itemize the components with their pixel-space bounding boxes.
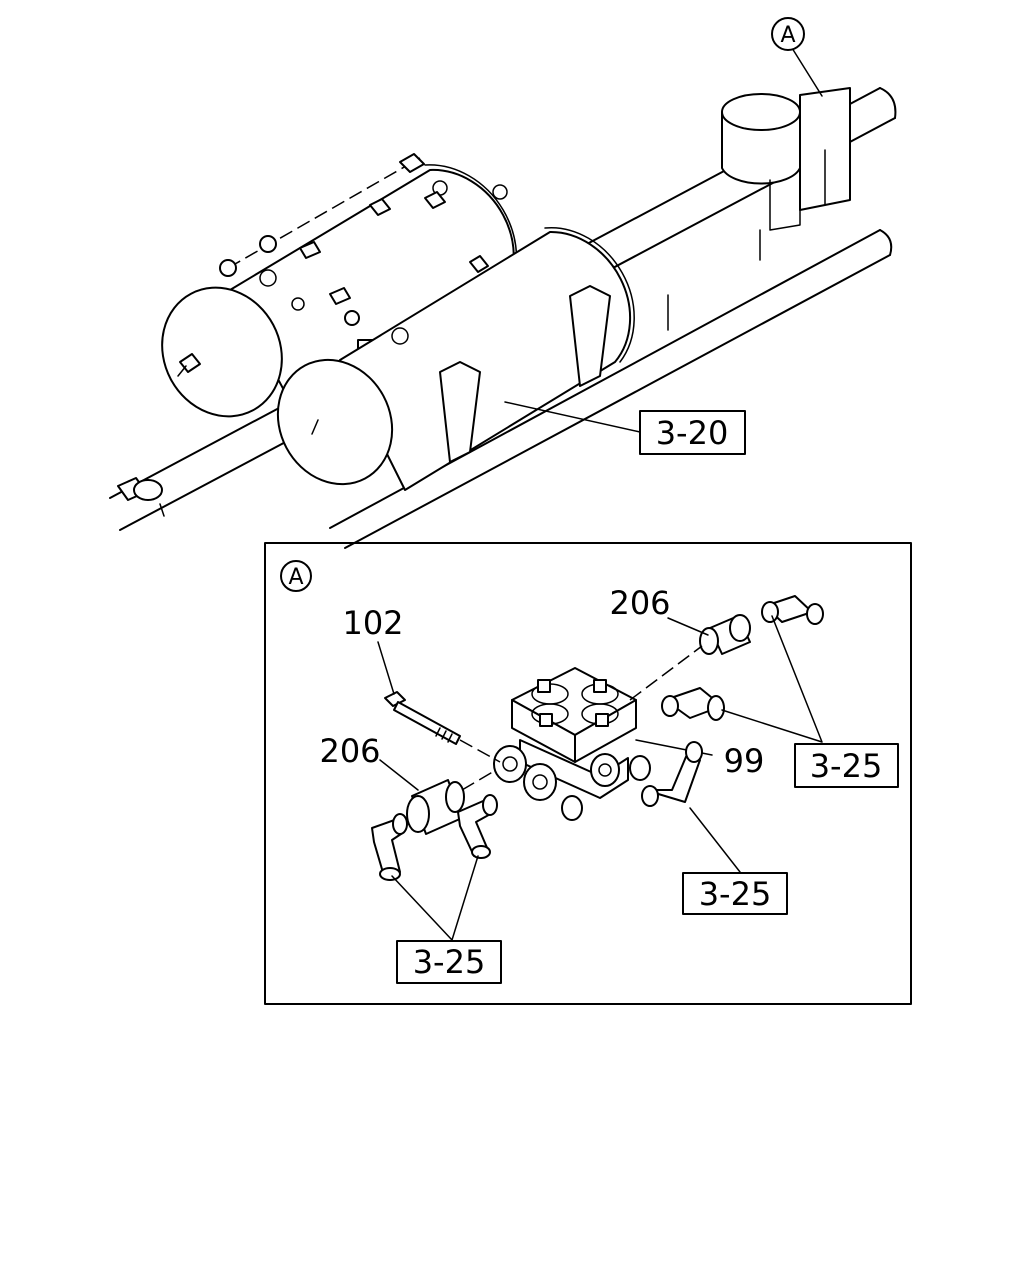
leader-206-top <box>667 617 709 636</box>
leader-3-25-right <box>721 615 823 743</box>
elbow-fitting-lower-right[interactable] <box>641 741 703 807</box>
ref-box-3-25-right[interactable] <box>794 743 899 788</box>
part-206-left-label: 206 <box>319 732 380 770</box>
leader-102 <box>377 641 395 695</box>
ref-3-25-bottom-label: 3-25 <box>413 943 486 981</box>
leader-detail-a <box>791 47 823 97</box>
detail-a-box-label: A <box>288 565 303 590</box>
detail-a-box-marker <box>280 560 312 592</box>
elbow-fitting-lower-left[interactable] <box>371 813 408 881</box>
part-206-top-label: 206 <box>609 584 670 622</box>
adapter-206-left[interactable] <box>406 779 465 835</box>
leader-3-20 <box>504 401 641 433</box>
detail-a-marker[interactable] <box>771 17 805 51</box>
leader-3-25-mid <box>689 807 741 873</box>
adapter-top-axis <box>629 645 703 701</box>
leader-206-left <box>379 759 419 791</box>
detail-a-panel: A <box>264 542 912 1005</box>
elbow-fitting-lower-center[interactable] <box>457 794 498 859</box>
ref-box-3-25-mid[interactable] <box>682 872 788 915</box>
bolt-102[interactable] <box>384 691 461 745</box>
part-99-label: 99 <box>724 742 765 780</box>
part-102-label: 102 <box>342 604 403 642</box>
frame-valve-mount <box>721 87 851 231</box>
ref-box-3-20[interactable] <box>639 410 746 455</box>
bolt-axis <box>459 739 501 763</box>
detail-frame <box>264 542 912 1005</box>
chassis-assembly: 3-20 A <box>109 17 897 549</box>
ref-box-3-25-bottom[interactable] <box>396 940 502 984</box>
leader-3-25-bottom <box>391 855 479 941</box>
air-tank-front <box>276 226 635 491</box>
adapter-206-top[interactable] <box>699 614 751 655</box>
ref-3-20-label: 3-20 <box>656 414 729 452</box>
elbow-fitting-top-right[interactable] <box>761 595 824 625</box>
elbow-fitting-mid-right[interactable] <box>661 687 725 721</box>
ref-3-25-mid-label: 3-25 <box>699 875 772 913</box>
detail-a-marker-label: A <box>780 23 795 48</box>
frame-bracket-front <box>117 477 165 517</box>
ref-3-25-right-label: 3-25 <box>810 747 883 785</box>
relay-valve <box>493 667 651 821</box>
adapter-left-axis <box>461 769 497 791</box>
